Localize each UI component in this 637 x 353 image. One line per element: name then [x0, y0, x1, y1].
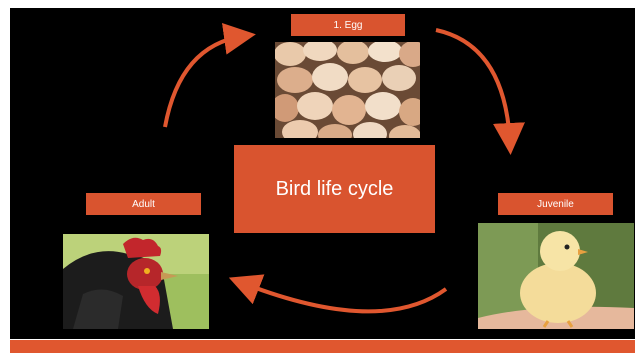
rooster-photo [63, 234, 209, 329]
arrow-egg-to-juvenile [435, 28, 525, 155]
center-title: Bird life cycle [234, 145, 435, 233]
adult-stage-label: Adult [86, 193, 201, 215]
arrow-juvenile-to-adult [228, 274, 448, 314]
bottom-accent-bar [10, 340, 635, 353]
arrow-adult-to-egg [163, 22, 256, 128]
egg-stage-label: 1. Egg [291, 14, 405, 36]
egg-photo [275, 42, 420, 138]
chick-photo [478, 223, 634, 329]
juvenile-stage-label: Juvenile [498, 193, 613, 215]
